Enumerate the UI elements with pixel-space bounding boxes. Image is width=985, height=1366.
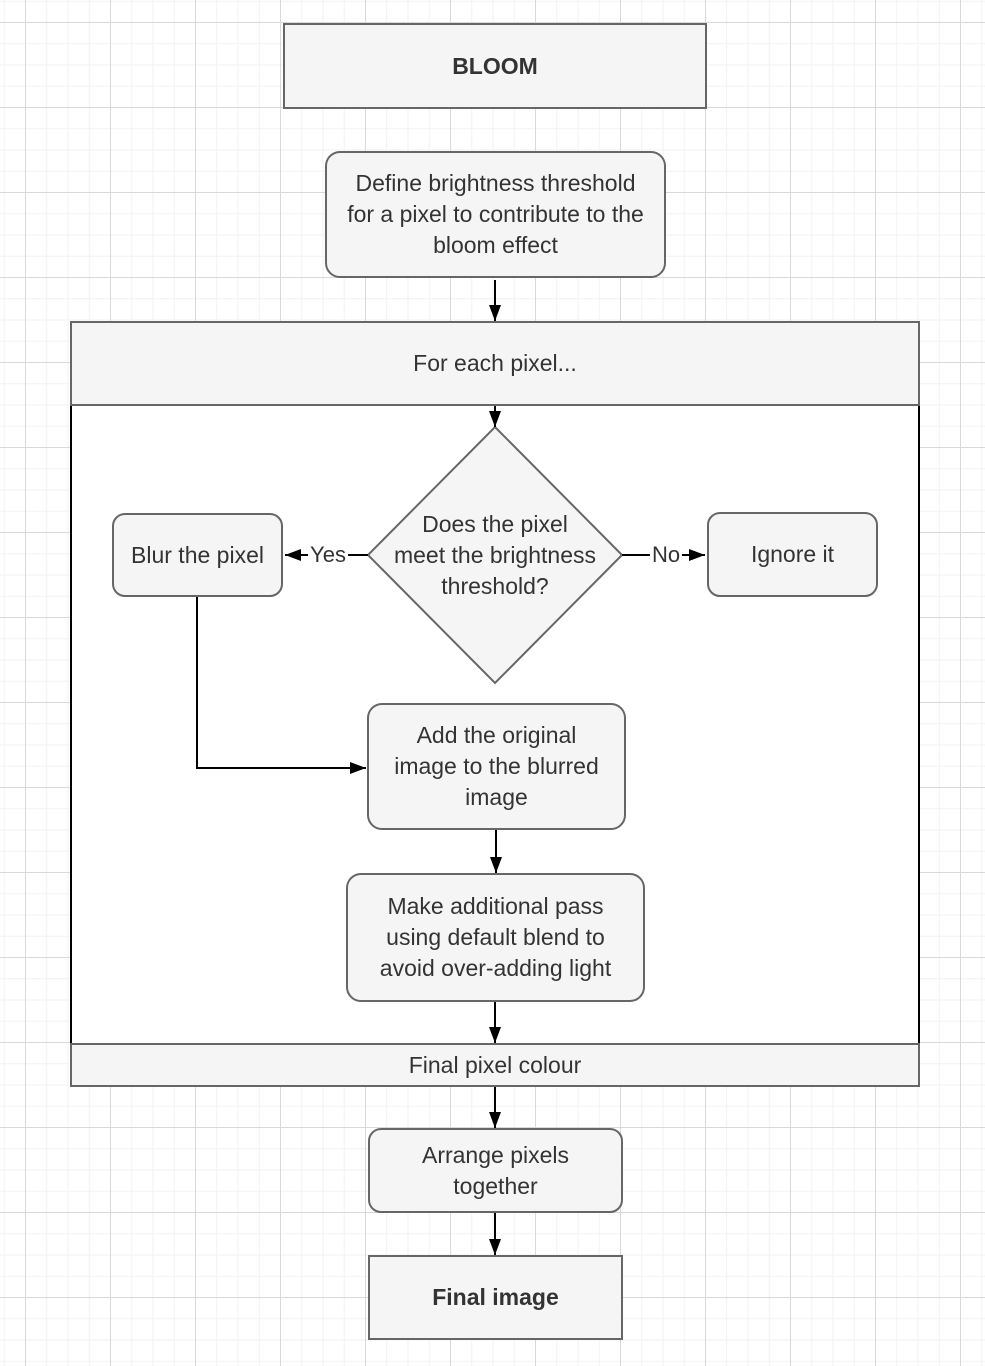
node-add-original: Add the original image to the blurred im…: [367, 703, 626, 830]
decision-diamond: [366, 425, 624, 685]
node-additional-pass: Make additional pass using default blend…: [346, 873, 645, 1002]
connector-blur-to-add: [196, 597, 366, 774]
edge-label-yes: Yes: [308, 542, 348, 568]
decision-diamond-label: Does the pixel meet the brightness thres…: [393, 510, 596, 599]
node-final-image: Final image: [368, 1255, 623, 1340]
node-arrange-pixels: Arrange pixels together: [368, 1128, 623, 1213]
edge-label-no: No: [649, 542, 683, 568]
node-ignore-it: Ignore it: [707, 512, 878, 597]
loop-footer-final-pixel-colour: Final pixel colour: [70, 1043, 920, 1087]
loop-header-for-each-pixel: For each pixel...: [70, 321, 920, 406]
node-define-threshold: Define brightness threshold for a pixel …: [325, 151, 666, 278]
node-blur-pixel: Blur the pixel: [112, 513, 283, 597]
node-title-bloom: BLOOM: [283, 23, 707, 109]
